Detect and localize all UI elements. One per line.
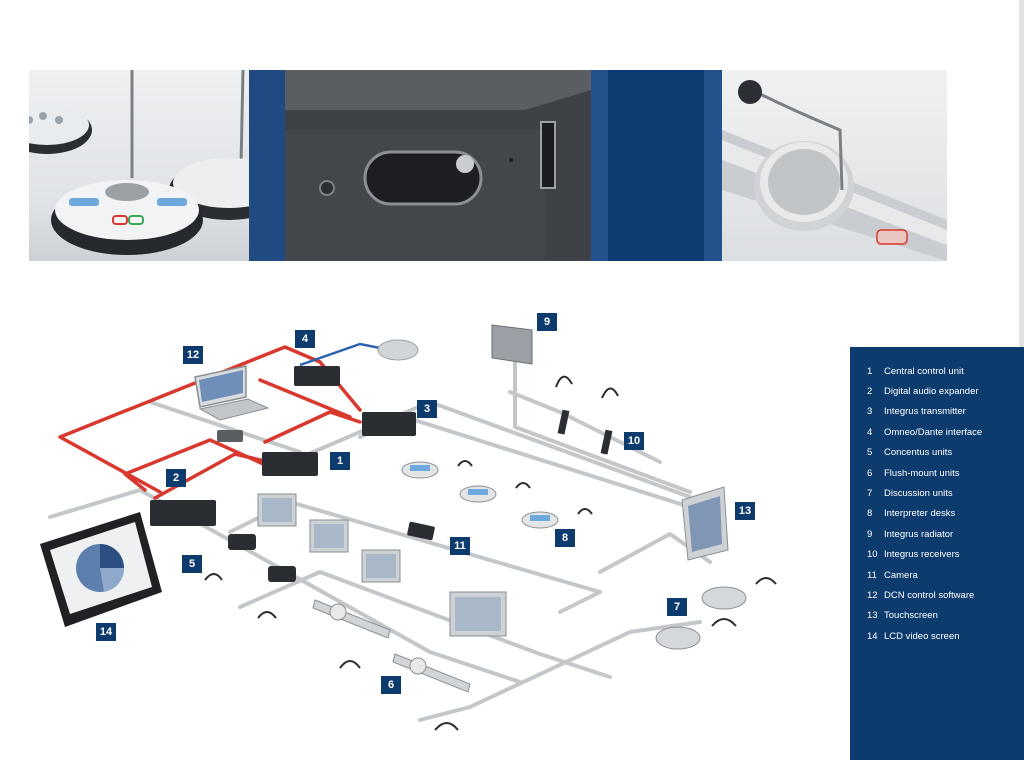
video-monitors-illustration [257, 493, 507, 637]
legend-number: 14 [867, 630, 878, 642]
legend-item: 11 Camera [867, 565, 1024, 585]
concentus-units-illustration [29, 70, 249, 255]
callout-12: 12 [183, 346, 203, 364]
legend-item: 10 Integrus receivers [867, 545, 1024, 565]
legend-number: 9 [867, 528, 873, 540]
legend-label: Omneo/Dante interface [884, 426, 983, 438]
legend-number: 11 [867, 569, 877, 581]
callout-4: 4 [295, 330, 315, 348]
legend-item: 1 Central control unit [867, 361, 1024, 381]
legend-label: LCD video screen [884, 630, 960, 642]
photo-concentus-units [29, 70, 249, 261]
legend-label: Integrus radiator [884, 528, 954, 540]
blue-divider-panel [249, 70, 285, 261]
legend-label: DCN control software [884, 589, 975, 601]
legend-number: 5 [867, 447, 873, 459]
legend-number: 6 [867, 467, 873, 479]
blue-divider-panel [608, 70, 704, 261]
legend-number: 3 [867, 406, 873, 418]
legend-label: Flush-mount units [884, 467, 960, 479]
legend-item: 8 Interpreter desks [867, 504, 1024, 524]
digital-audio-expander-device [150, 500, 216, 526]
touchscreen-device [681, 486, 729, 561]
legend-item: 5 Concentus units [867, 443, 1024, 463]
legend-number: 8 [867, 508, 873, 520]
integrus-radiator-device [491, 324, 533, 365]
photo-central-control-unit [285, 70, 591, 261]
network-device-puck [377, 339, 419, 361]
legend-label: Concentus units [884, 447, 953, 459]
flush-mount-unit-illustration [722, 80, 947, 261]
legend-number: 10 [867, 549, 878, 561]
concentus-units-illustration [204, 534, 296, 619]
legend-label: Interpreter desks [884, 508, 956, 520]
legend-item: 6 Flush-mount units [867, 463, 1024, 483]
interpreter-desks-illustration [401, 460, 593, 529]
discussion-units-illustration [655, 577, 777, 650]
photo-flush-mount-unit [722, 70, 947, 261]
system-diagram: 1 2 3 4 5 6 7 8 9 10 11 12 13 14 [0, 262, 850, 760]
callout-5: 5 [182, 555, 202, 573]
lcd-video-screen-device [40, 512, 162, 627]
callout-2: 2 [166, 469, 186, 487]
legend-item: 4 Omneo/Dante interface [867, 422, 1024, 442]
legend-item: 2 Digital audio expander [867, 381, 1024, 401]
callout-3: 3 [417, 400, 437, 418]
camera-device [407, 521, 435, 541]
legend-number: 13 [867, 610, 878, 622]
omneo-dante-interface-device [294, 366, 340, 386]
legend-label: Touchscreen [884, 610, 938, 622]
callout-6: 6 [381, 676, 401, 694]
legend-number: 2 [867, 386, 873, 398]
blue-divider-panel [704, 70, 722, 261]
legend-label: Digital audio expander [884, 386, 979, 398]
legend-item: 14 LCD video screen [867, 626, 1024, 646]
legend-label: Integrus receivers [884, 549, 960, 561]
legend-item: 3 Integrus transmitter [867, 402, 1024, 422]
legend-number: 7 [867, 488, 873, 500]
legend-label: Central control unit [884, 365, 964, 377]
callout-9: 9 [537, 313, 557, 331]
callout-13: 13 [735, 502, 755, 520]
callout-7: 7 [667, 598, 687, 616]
central-control-unit-illustration [285, 70, 591, 261]
legend-label: Camera [884, 569, 918, 581]
legend-number: 1 [867, 365, 873, 377]
legend-number: 12 [867, 589, 878, 601]
legend-label: Integrus transmitter [884, 406, 966, 418]
legend-item: 7 Discussion units [867, 483, 1024, 503]
callout-14: 14 [96, 623, 116, 641]
laptop-dcn-software [194, 365, 270, 421]
legend-item: 9 Integrus radiator [867, 524, 1024, 544]
central-control-unit-device [262, 452, 318, 476]
system-cabling-illustration [40, 324, 777, 731]
legend-number: 4 [867, 426, 873, 438]
callout-1: 1 [330, 452, 350, 470]
integrus-transmitter-device [362, 412, 416, 436]
network-switch-device [217, 430, 243, 442]
callout-10: 10 [624, 432, 644, 450]
legend-item: 13 Touchscreen [867, 606, 1024, 626]
integrus-receivers-illustration [555, 375, 619, 455]
callout-8: 8 [555, 529, 575, 547]
callout-11: 11 [450, 537, 470, 555]
blue-divider-panel [591, 70, 608, 261]
flush-mount-units-illustration [312, 599, 471, 731]
legend-label: Discussion units [884, 488, 953, 500]
legend-item: 12 DCN control software [867, 585, 1024, 605]
legend-panel: 1 Central control unit 2 Digital audio exp… [850, 347, 1024, 760]
